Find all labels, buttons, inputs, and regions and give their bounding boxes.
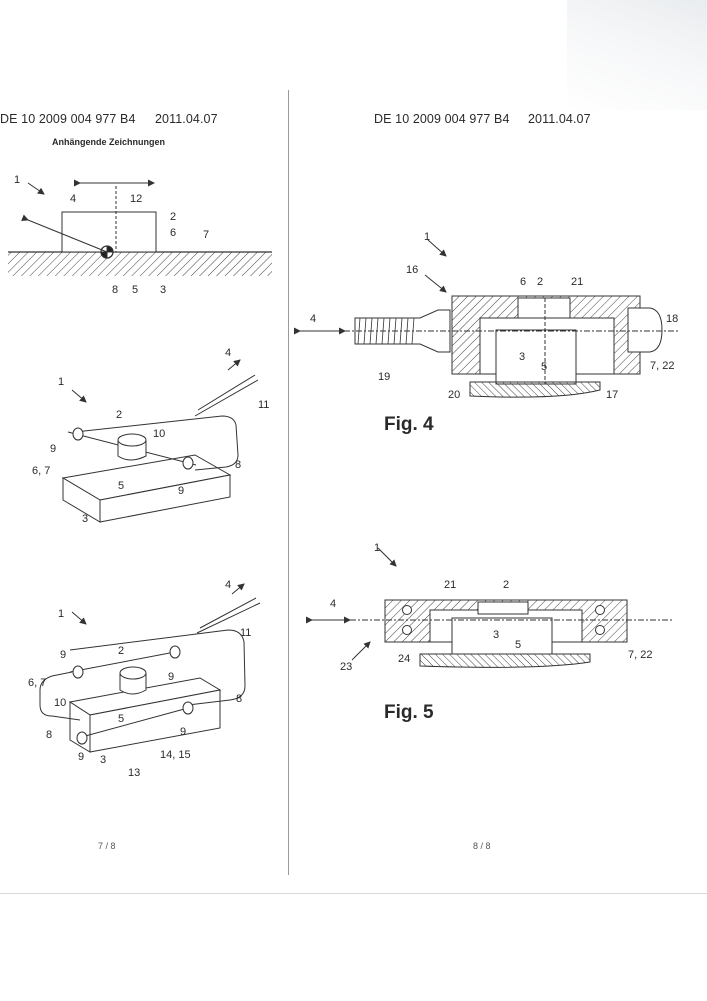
fig4-label: 2: [537, 276, 543, 288]
fig2-label: 11: [258, 399, 269, 411]
fig4-label: 4: [310, 313, 316, 325]
fig1-label: 4: [70, 193, 76, 205]
fig4-label: 5: [541, 361, 547, 373]
fig3-label: 11: [240, 627, 251, 639]
fig2-label: 6, 7: [32, 465, 50, 477]
fig1-block: [61, 211, 157, 253]
figure-1: [8, 179, 272, 276]
fig1-ground-hatch: [8, 252, 272, 276]
fig2-label: 3: [82, 513, 88, 525]
fig5-label: 4: [330, 598, 336, 610]
figure-3: [39, 583, 261, 753]
fig4-label: 1: [424, 231, 430, 243]
fig4-label: 16: [406, 264, 418, 276]
fig2-label: 9: [50, 443, 56, 455]
fig5-label: 5: [515, 639, 521, 651]
fig3-label: 5: [118, 713, 124, 725]
fig5-label: 2: [503, 579, 509, 591]
fig3-label: 13: [128, 767, 140, 779]
fig1-label: 3: [160, 284, 166, 296]
fig1-label: 1: [14, 174, 20, 186]
fig2-label: 5: [118, 480, 124, 492]
fig3-label: 8: [46, 729, 52, 741]
left-page-number: 7 / 8: [98, 841, 116, 851]
left-patent-number: DE 10 2009 004 977 B4: [0, 112, 136, 126]
figure-3-labels: 1 4 11 9 2 9 6, 7 10 8 9 8 9 5 3 13 14, …: [28, 579, 251, 779]
left-section-title: Anhängende Zeichnungen: [52, 137, 166, 147]
fig3-label: 14, 15: [160, 749, 191, 761]
fig3-label: 9: [60, 649, 66, 661]
fig5-caption: Fig. 5: [384, 702, 434, 723]
figure-4: [294, 239, 680, 398]
fig4-caption: Fig. 4: [384, 414, 434, 435]
fig3-label: 9: [78, 751, 84, 763]
fig5-label: 21: [444, 579, 456, 591]
fig1-label: 2: [170, 211, 176, 223]
fig1-label: 6: [170, 227, 176, 239]
left-page: DE 10 2009 004 977 B4 2011.04.07 Anhänge…: [0, 90, 288, 875]
fig5-label: 7, 22: [628, 649, 652, 661]
fig4-label: 20: [448, 389, 460, 401]
fig4-label: 3: [519, 351, 525, 363]
fig5-label: 3: [493, 629, 499, 641]
fig3-label: 9: [168, 671, 174, 683]
fig4-label: 19: [378, 371, 390, 383]
fig3-label: 2: [118, 645, 124, 657]
fig2-label: 8: [235, 459, 241, 471]
fig5-label: 24: [398, 653, 410, 665]
page-divider: [288, 90, 289, 875]
fig1-label: 8: [112, 284, 118, 296]
fig4-label: 7, 22: [650, 360, 674, 372]
right-page-number: 8 / 8: [473, 841, 491, 851]
fig3-label: 1: [58, 608, 64, 620]
fig2-label: 10: [153, 428, 165, 440]
right-date: 2011.04.07: [528, 112, 591, 126]
left-date: 2011.04.07: [155, 112, 218, 126]
fig2-label: 9: [178, 485, 184, 497]
right-page: DE 10 2009 004 977 B4 2011.04.07 8 / 8: [290, 90, 707, 875]
fig5-label: 1: [374, 542, 380, 554]
figure-2: [61, 359, 259, 523]
fig1-label: 5: [132, 284, 138, 296]
fig4-label: 6: [520, 276, 526, 288]
figure-5: [306, 547, 672, 668]
fig3-label: 9: [180, 726, 186, 738]
figure-1-labels: 1 4 12 2 6 7 8 5 3: [14, 174, 209, 296]
figure-4-labels: 1 16 6 2 21 4 18 3 5 7, 22 19 20 17 Fig.…: [310, 231, 678, 435]
fig1-label: 12: [130, 193, 142, 205]
fig4-label: 21: [571, 276, 583, 288]
fig2-label: 4: [225, 347, 231, 359]
fig3-label: 6, 7: [28, 677, 46, 689]
figure-5-labels: 1 21 2 4 3 5 7, 22 23 24 Fig. 5: [330, 542, 652, 723]
scan-shadow: [567, 0, 707, 110]
fig3-label: 10: [54, 697, 66, 709]
right-patent-number: DE 10 2009 004 977 B4: [374, 112, 510, 126]
fig3-label: 3: [100, 754, 106, 766]
fig3-label: 8: [236, 693, 242, 705]
scan-edge-line: [0, 893, 707, 894]
fig1-label: 7: [203, 229, 209, 241]
fig5-label: 23: [340, 661, 352, 673]
fig4-label: 17: [606, 389, 618, 401]
figure-2-labels: 1 4 11 2 10 9 6, 7 8 9 5 3: [32, 347, 269, 525]
fig3-label: 4: [225, 579, 231, 591]
fig2-label: 1: [58, 376, 64, 388]
fig4-label: 18: [666, 313, 678, 325]
fig2-label: 2: [116, 409, 122, 421]
